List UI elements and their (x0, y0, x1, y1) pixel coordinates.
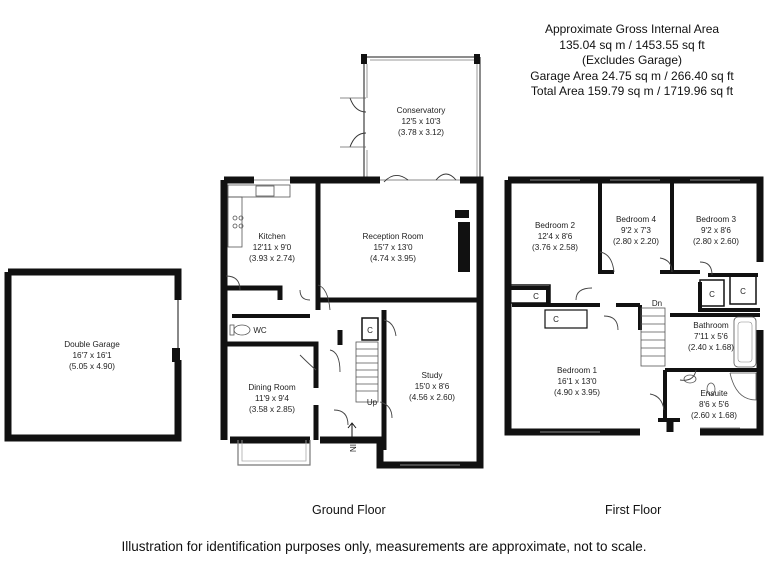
area-summary: Approximate Gross Internal Area 135.04 s… (510, 22, 754, 100)
first-floor-plan: Dn Bedroom 2 12'4 x 8'6 (3.76 x 2.58) Be… (504, 176, 764, 436)
stairs-up-marker: Up (367, 398, 378, 407)
disclaimer: Illustration for identification purposes… (121, 539, 647, 554)
garage-name: Double Garage (64, 340, 120, 349)
bedroom3-size-metric: (2.80 x 2.60) (693, 237, 739, 246)
ground-floor-plan: Conservatory 12'5 x 10'3 (3.78 x 3.12) (220, 54, 484, 469)
entrance-marker: IN (347, 422, 357, 452)
dining-name: Dining Room (248, 383, 296, 392)
bedroom4-size-imperial: 9'2 x 7'3 (621, 226, 651, 235)
kitchen-name: Kitchen (258, 232, 286, 241)
kitchen-size-metric: (3.93 x 2.74) (249, 254, 295, 263)
wc-name: WC (253, 326, 267, 335)
conservatory-size-imperial: 12'5 x 10'3 (401, 117, 441, 126)
total-area: Total Area 159.79 sq m / 1719.96 sq ft (530, 84, 734, 98)
bathroom-size-imperial: 7'11 x 5'6 (694, 332, 728, 341)
bedroom4-size-metric: (2.80 x 2.20) (613, 237, 659, 246)
conservatory-name: Conservatory (397, 106, 447, 115)
bedroom1-size-metric: (4.90 x 3.95) (554, 388, 600, 397)
excludes-garage-note: (Excludes Garage) (581, 53, 683, 67)
ensuite-size-imperial: 8'6 x 5'6 (699, 400, 729, 409)
stairs-down-marker: Dn (652, 299, 662, 308)
garage-size-metric: (5.05 x 4.90) (69, 362, 115, 371)
bedroom1-cupboard-marker: C (553, 315, 559, 324)
garage: Double Garage 16'7 x 16'1 (5.05 x 4.90) (4, 268, 182, 442)
dining-size-imperial: 11'9 x 9'4 (255, 394, 289, 403)
bedroom1-name: Bedroom 1 (557, 366, 597, 375)
bedroom2-size-metric: (3.76 x 2.58) (532, 243, 578, 252)
bathroom-size-metric: (2.40 x 1.68) (688, 343, 734, 352)
garage-area: Garage Area 24.75 sq m / 266.40 sq ft (530, 68, 734, 83)
study-name: Study (422, 371, 444, 380)
bedroom3-cupboard-marker: C (740, 287, 746, 296)
reception-size-imperial: 15'7 x 13'0 (373, 243, 413, 252)
bedroom3-name: Bedroom 3 (696, 215, 736, 224)
garage-size-imperial: 16'7 x 16'1 (72, 351, 112, 360)
first-floor-label: First Floor (605, 503, 662, 517)
ground-floor-label: Ground Floor (312, 503, 386, 517)
bedroom2-name: Bedroom 2 (535, 221, 575, 230)
study-size-imperial: 15'0 x 8'6 (415, 382, 450, 391)
bedroom1-size-imperial: 16'1 x 13'0 (557, 377, 597, 386)
reception-size-metric: (4.74 x 3.95) (370, 254, 416, 263)
conservatory-size-metric: (3.78 x 3.12) (398, 128, 444, 137)
study-size-metric: (4.56 x 2.60) (409, 393, 455, 402)
landing-cupboard-marker: C (709, 290, 715, 299)
bedroom2-cupboard-marker: C (533, 292, 539, 301)
ensuite-size-metric: (2.60 x 1.68) (691, 411, 737, 420)
bathroom-fittings (683, 316, 757, 401)
bedroom3-size-imperial: 9'2 x 8'6 (701, 226, 731, 235)
bedroom2-size-imperial: 12'4 x 8'6 (538, 232, 573, 241)
reception-name: Reception Room (363, 232, 424, 241)
hall-cupboard-marker: C (367, 326, 373, 335)
ground-stairs: C Up (355, 317, 379, 407)
internal-area: 135.04 sq m / 1453.55 sq ft (559, 37, 705, 52)
entrance-label: IN (348, 444, 357, 452)
ensuite-name: Ensuite (700, 389, 728, 398)
kitchen-fittings (227, 184, 291, 248)
area-title: Approximate Gross Internal Area (544, 22, 720, 36)
kitchen-size-imperial: 12'11 x 9'0 (253, 243, 292, 252)
bedroom4-name: Bedroom 4 (616, 215, 656, 224)
dining-size-metric: (3.58 x 2.85) (249, 405, 295, 414)
bathroom-name: Bathroom (693, 321, 729, 330)
wc-fittings (229, 324, 251, 336)
conservatory: Conservatory 12'5 x 10'3 (3.78 x 3.12) (340, 54, 481, 183)
first-floor-stairs: Dn (640, 299, 666, 367)
